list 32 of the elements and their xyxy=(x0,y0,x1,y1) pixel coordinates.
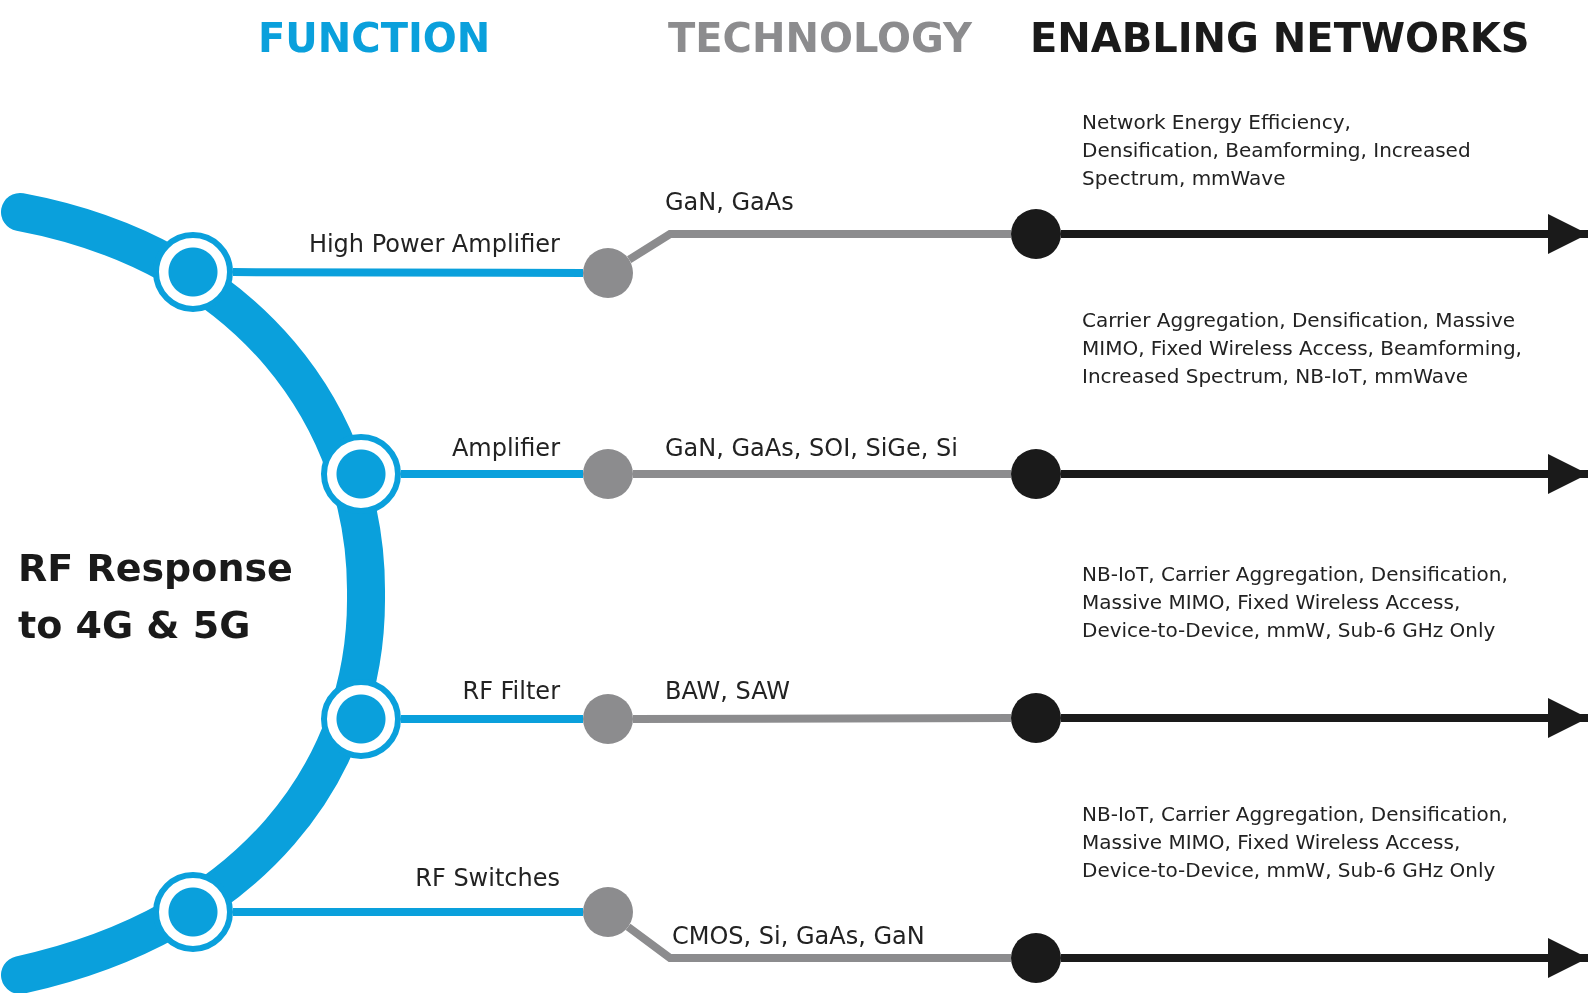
edge-label: GaN, GaAs, SOI, SiGe, Si xyxy=(665,433,959,464)
edge-label: CMOS, Si, GaAs, GaN xyxy=(672,921,926,952)
dot xyxy=(583,887,633,937)
edge-label: BAW, SAW xyxy=(665,676,792,707)
connector-line xyxy=(401,470,583,478)
dot xyxy=(1011,209,1061,259)
edge-label: RF Switches xyxy=(414,863,560,894)
dot xyxy=(1011,693,1061,743)
dot xyxy=(1011,933,1061,983)
edge-label: Carrier Aggregation, Densification, Massive MIMO, Fixed Wireless Access, Beamforming, Increased Spectrum, NB-IoT, mmWave xyxy=(1082,307,1523,390)
edge-label: NB-IoT, Carrier Aggregation, Densification, Massive MIMO, Fixed Wireless Access, Device-to-Device, mmW, Sub-6 GHz Only xyxy=(1082,561,1509,644)
connector-line xyxy=(633,714,1011,723)
connector-line xyxy=(401,715,583,723)
edge-label: High Power Amplifier xyxy=(307,229,560,260)
connector-line xyxy=(627,230,1011,264)
edge-label: NB-IoT, Carrier Aggregation, Densification, Massive MIMO, Fixed Wireless Access, Device-to-Device, mmW, Sub-6 GHz Only xyxy=(1082,801,1509,884)
column-heading: FUNCTION xyxy=(258,14,491,63)
edge-label: GaN, GaAs xyxy=(665,187,795,218)
dot xyxy=(583,248,633,298)
center-label: RF Response to 4G & 5G xyxy=(18,545,294,649)
column-heading: TECHNOLOGY xyxy=(668,14,972,63)
dot xyxy=(1011,449,1061,499)
edge-label: RF Filter xyxy=(461,676,560,707)
connector-line xyxy=(233,268,583,277)
connector-line xyxy=(633,470,1011,478)
connector-line xyxy=(625,923,1011,962)
dot xyxy=(583,694,633,744)
column-heading: ENABLING NETWORKS xyxy=(1030,14,1530,63)
dot xyxy=(583,449,633,499)
edge-label: Amplifier xyxy=(450,433,560,464)
connector-line xyxy=(233,908,583,916)
edge-label: Network Energy Efficiency, Densification, Beamforming, Increased Spectrum, mmWave xyxy=(1082,109,1472,192)
